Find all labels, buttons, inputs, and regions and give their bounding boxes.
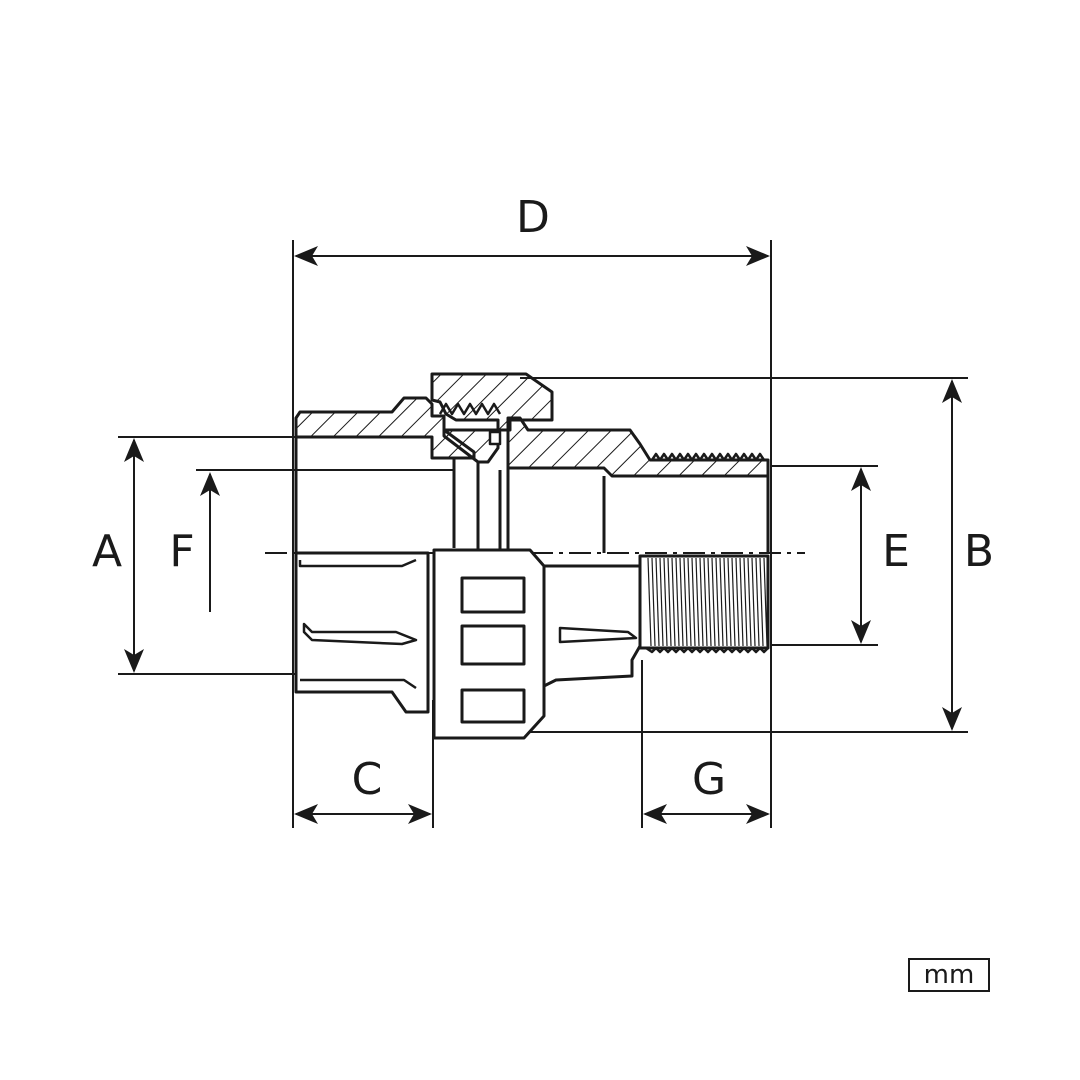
label-f: F [169,526,194,577]
socket-wall-section [294,396,476,460]
unit-label: mm [908,958,990,992]
thread-crest-line [679,557,684,647]
thread-crest-line [659,557,664,647]
thread-crest-line [719,557,724,647]
thread-crest-line [751,557,756,647]
label-b: B [964,526,994,577]
thread-crest-line [655,557,660,647]
thread-crest-line [743,557,748,647]
dimension-lines [124,246,962,824]
end-body [542,564,642,688]
label-c: C [352,754,383,805]
thread-crest-line [755,557,760,647]
union-nut-section [430,372,554,432]
thread-crest-line [675,557,680,647]
label-d: D [516,192,550,243]
thread-crest-line [699,557,704,647]
extension-lines [118,240,968,828]
section-view-upper [294,372,770,553]
thread-crest-line [663,557,668,647]
threaded-end-wall-section [506,416,770,478]
inner-bore-right [506,468,770,553]
thread-crest-line [739,557,744,647]
end-body-flute [558,626,638,644]
thread-crest-line [715,557,720,647]
thread-crest-line [723,557,728,647]
thread-crest-line [747,557,752,647]
thread-crest-line [731,557,736,647]
male-thread-lower [645,646,769,654]
thread-crest-line [683,557,688,647]
thread-crest-line [695,557,700,647]
socket-flute-3 [300,678,417,690]
thread-crest-line [687,557,692,647]
thread-crest-line [667,557,672,647]
thread-crest-line [671,557,676,647]
thread-crest-line [763,557,768,647]
thread-crest-line [735,557,740,647]
dimension-labels: A F D E B C G [92,192,994,805]
nut-ribs [460,576,526,724]
thread-crest-line [711,557,716,647]
thread-crest-line [759,557,764,647]
thread-crests [647,557,768,647]
collar-section [442,428,500,464]
male-thread-upper [650,452,766,462]
label-e: E [882,526,910,577]
nut-thread [438,402,502,416]
thread-crest-line [727,557,732,647]
label-g: G [692,754,726,805]
thread-crest-line [707,557,712,647]
thread-crest-line [703,557,708,647]
socket-flute-1 [302,622,418,646]
thread-crest-line [651,557,656,647]
inner-bore-step [452,458,502,553]
exterior-view-lower [294,548,770,740]
thread-crest-line [647,557,652,647]
socket-flute-2 [298,558,417,568]
thread-crest-line [691,557,696,647]
label-a: A [92,526,122,577]
seal-ring [488,430,502,446]
